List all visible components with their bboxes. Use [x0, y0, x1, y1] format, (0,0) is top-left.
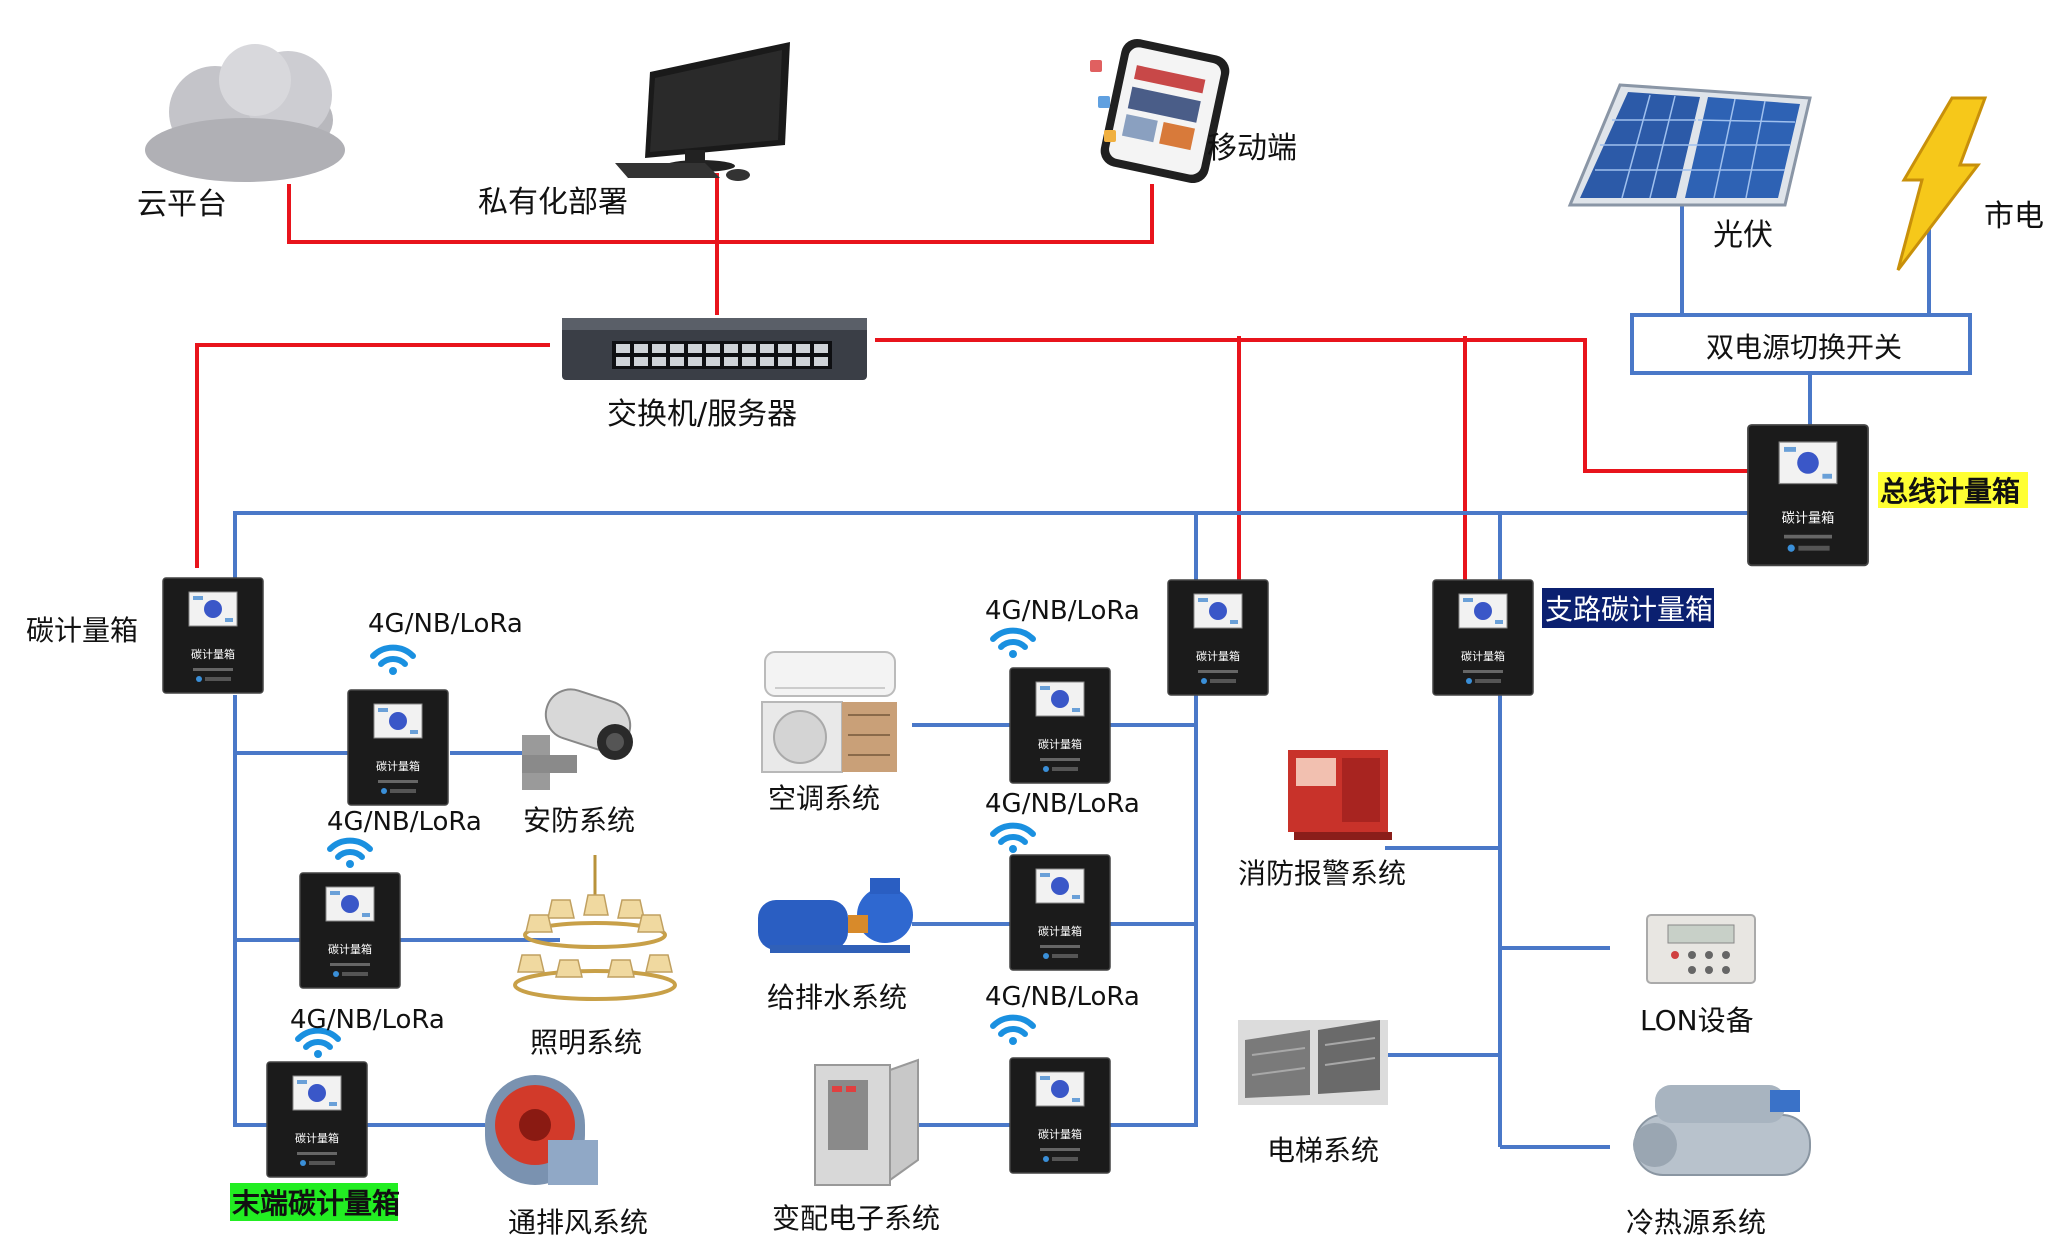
wireless-label: 4G/NB/LoRa — [327, 807, 482, 837]
wireless-label: 4G/NB/LoRa — [290, 1005, 445, 1035]
hvac-label: 冷热源系统 — [1626, 1206, 1766, 1239]
wireless-label: 4G/NB/LoRa — [368, 609, 523, 639]
meter-lighting: 碳计量箱 — [299, 872, 401, 989]
meter-screen-label: 碳计量箱 — [1782, 511, 1835, 527]
meter-screen-label: 碳计量箱 — [295, 1131, 339, 1145]
air-conditioner-icon — [761, 651, 897, 773]
meter-screen-label: 碳计量箱 — [1038, 737, 1082, 751]
desktop-monitor-icon — [615, 42, 790, 181]
solar-panel-icon — [1567, 83, 1812, 207]
meter-water: 碳计量箱 — [1009, 854, 1111, 971]
dual-power-switch-box — [1630, 313, 1972, 375]
chandelier-icon — [513, 855, 677, 1001]
meter-security: 碳计量箱 — [347, 689, 449, 806]
wifi-icon — [330, 841, 370, 868]
wireless-label: 4G/NB/LoRa — [985, 789, 1140, 819]
dual-power-switch-label: 双电源切换开关 — [1706, 331, 1902, 364]
wifi-icon — [993, 631, 1033, 658]
meter-screen-label: 碳计量箱 — [1461, 649, 1505, 663]
wireless-label: 4G/NB/LoRa — [985, 596, 1140, 626]
meter-screen-label: 碳计量箱 — [328, 942, 372, 956]
meter-screen-label: 碳计量箱 — [1038, 924, 1082, 938]
mobile-phone-icon — [1090, 38, 1230, 184]
chiller-icon — [1633, 1085, 1811, 1176]
main-meter-label: 总线计量箱 — [1880, 475, 2020, 508]
lighting-label: 照明系统 — [530, 1026, 642, 1059]
security-label: 安防系统 — [523, 804, 635, 837]
cloud-label: 云平台 — [137, 187, 227, 222]
branch-meter: 碳计量箱 — [1432, 579, 1534, 696]
meter-ac: 碳计量箱 — [1009, 667, 1111, 784]
network-switch-icon — [562, 318, 867, 380]
meter-screen-label: 碳计量箱 — [1196, 649, 1240, 663]
water-label: 给排水系统 — [767, 981, 907, 1014]
lightning-icon — [1896, 96, 1988, 271]
terminal-meter: 碳计量箱 — [266, 1061, 368, 1178]
water-pump-icon — [758, 878, 913, 953]
wifi-icon — [373, 648, 413, 675]
terminal-meter-label: 末端碳计量箱 — [232, 1187, 400, 1220]
main-meter-tag — [1878, 472, 2028, 508]
fire-label: 消防报警系统 — [1238, 857, 1406, 890]
meter-screen-label: 碳计量箱 — [376, 759, 420, 773]
branch-meter-tag — [1542, 588, 1714, 628]
distribution-panel-icon — [814, 1058, 919, 1186]
grid-label: 市电 — [1984, 199, 2044, 234]
branch-meter-left: 碳计量箱 — [1167, 579, 1269, 696]
security-camera-icon — [522, 688, 633, 790]
ventilation-label: 通排风系统 — [508, 1206, 648, 1239]
escalator-icon — [1238, 1020, 1388, 1105]
terminal-meter-tag — [230, 1183, 398, 1221]
solar-label: 光伏 — [1713, 218, 1773, 253]
meter-screen-label: 碳计量箱 — [1038, 1127, 1082, 1141]
main-meter: 碳计量箱 — [1747, 424, 1869, 567]
wifi-icon — [993, 826, 1033, 853]
private-deploy-label: 私有化部署 — [478, 185, 628, 220]
branch-meter-label: 支路碳计量箱 — [1545, 593, 1713, 626]
ac-label: 空调系统 — [768, 782, 880, 815]
elevator-label: 电梯系统 — [1267, 1134, 1379, 1167]
meter-power-dist: 碳计量箱 — [1009, 1057, 1111, 1174]
wifi-icon — [993, 1018, 1033, 1045]
lon-label: LON设备 — [1640, 1004, 1754, 1037]
wireless-label: 4G/NB/LoRa — [985, 982, 1140, 1012]
carbon-meter: 碳计量箱 — [162, 577, 264, 694]
mobile-label: 移动端 — [1207, 131, 1297, 166]
network-lines — [195, 173, 1755, 585]
fire-alarm-panel-icon — [1288, 750, 1392, 840]
cloud-icon — [145, 44, 345, 182]
power-dist-label: 变配电子系统 — [772, 1202, 940, 1235]
blower-fan-icon — [485, 1075, 598, 1185]
meter-screen-label: 碳计量箱 — [191, 647, 235, 661]
carbon-meter-label: 碳计量箱 — [26, 614, 138, 647]
switch-label: 交换机/服务器 — [607, 397, 797, 432]
lon-device-icon — [1646, 914, 1756, 984]
